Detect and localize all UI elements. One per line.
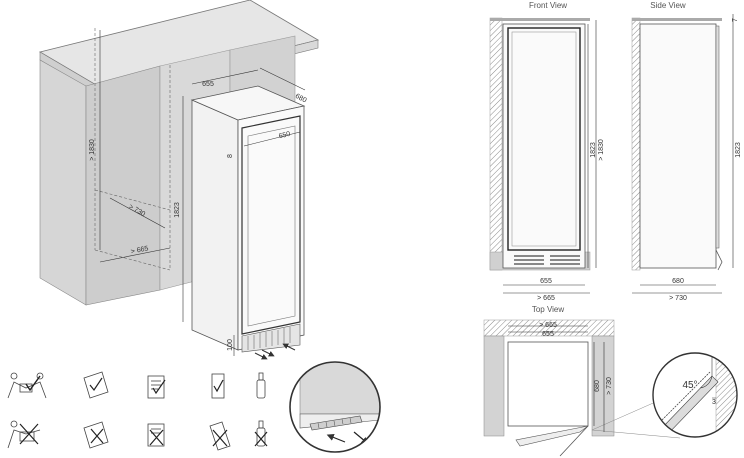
top-width-inner: 655 (542, 331, 554, 338)
side-depth-inner: 680 (672, 278, 684, 285)
cabinet-left-side (85, 65, 161, 306)
iso-appliance-height: 1823 (174, 202, 181, 218)
iso-door-width: 650 (278, 131, 291, 141)
two-person-lift-ok-icon (7, 372, 47, 399)
side-view: Side View 7 1823 680 > 730 (631, 1, 742, 302)
iso-niche-width: 655 (202, 81, 214, 88)
top-view: Top View > 665 655 680 > 730 (483, 305, 738, 457)
front-width-inner: 655 (540, 278, 552, 285)
appliance-front (237, 105, 305, 351)
appliance-side (191, 99, 239, 351)
side-height: 1823 (735, 142, 742, 158)
top-width-outer: > 665 (539, 322, 557, 329)
front-width-outer: > 665 (537, 295, 555, 302)
front-view-title: Front View (529, 1, 567, 10)
hinge-angle: 45° (682, 380, 697, 391)
cabinet-left-front (39, 59, 87, 306)
manual-no-icon (147, 423, 165, 447)
vent-detail (289, 361, 381, 453)
manual-ok-icon (147, 375, 166, 399)
box-tilted-no-icon (83, 421, 109, 449)
handling-icons (7, 371, 268, 451)
side-view-title: Side View (650, 1, 686, 10)
front-vent (514, 255, 580, 265)
isometric-view: > 1830 > 730 > 665 655 680 650 1823 100 … (38, 0, 320, 360)
side-top-gap: 7 (732, 18, 739, 22)
appliance-glass (247, 125, 296, 327)
top-depth-outer: > 730 (606, 377, 613, 395)
iso-hinge-mark: 8 (227, 154, 234, 158)
appliance-door (241, 115, 301, 335)
appliance-upright-ok-icon (211, 373, 225, 399)
front-view: Front View 1823 > 1830 655 > 665 (489, 1, 605, 302)
single-person-lift-no-icon (7, 420, 41, 449)
bottle-ok-icon (256, 372, 266, 399)
iso-niche-depth: 680 (294, 93, 308, 105)
side-depth-outer: > 730 (669, 295, 687, 302)
top-depth-inner: 680 (594, 380, 601, 392)
hinge-detail: 45° 3 (652, 352, 738, 438)
iso-cab-width: > 665 (130, 245, 149, 255)
bottle-no-icon (254, 420, 268, 447)
front-height-outer: > 1830 (598, 139, 605, 161)
appliance-tilted-no-icon (209, 421, 231, 451)
iso-plinth: 100 (227, 339, 234, 351)
front-height-inner: 1823 (590, 142, 597, 158)
top-view-title: Top View (532, 305, 565, 314)
hinge-gap: 3 (712, 399, 716, 406)
airflow-arrows-iso (254, 343, 296, 360)
iso-cab-height: > 1830 (89, 139, 96, 161)
box-upright-ok-icon (83, 371, 109, 399)
